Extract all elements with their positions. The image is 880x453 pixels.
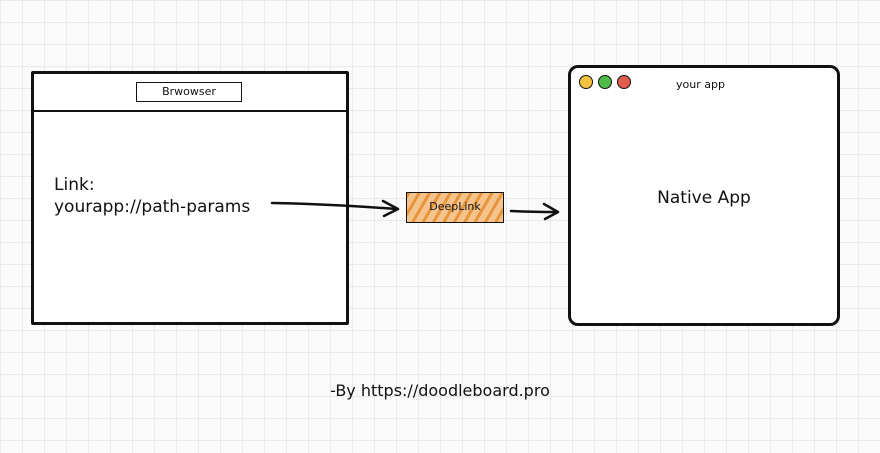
link-text: Link: yourapp://path-params — [54, 175, 251, 217]
browser-address-bar: Brwowser — [136, 82, 242, 102]
arrow-head-deeplink-to-app — [542, 202, 560, 221]
deeplink-node: DeepLink — [406, 192, 504, 223]
arrow-link-to-deeplink — [270, 201, 398, 211]
arrow-deeplink-to-app — [509, 209, 558, 214]
deeplink-label: DeepLink — [429, 200, 481, 213]
app-window-title: your app — [676, 78, 725, 91]
credit-text: -By https://doodleboard.pro — [330, 381, 550, 400]
browser-window: Brwowser Link: yourapp://path-params — [31, 71, 349, 325]
native-app-label: Native App — [657, 188, 751, 208]
native-app-window: your app Native App — [568, 65, 840, 326]
window-minimize-dot-icon — [579, 75, 593, 89]
window-close-dot-icon — [617, 75, 631, 89]
window-maximize-dot-icon — [598, 75, 612, 89]
arrow-head-link-to-deeplink — [381, 199, 400, 218]
browser-toolbar-divider — [34, 110, 346, 112]
